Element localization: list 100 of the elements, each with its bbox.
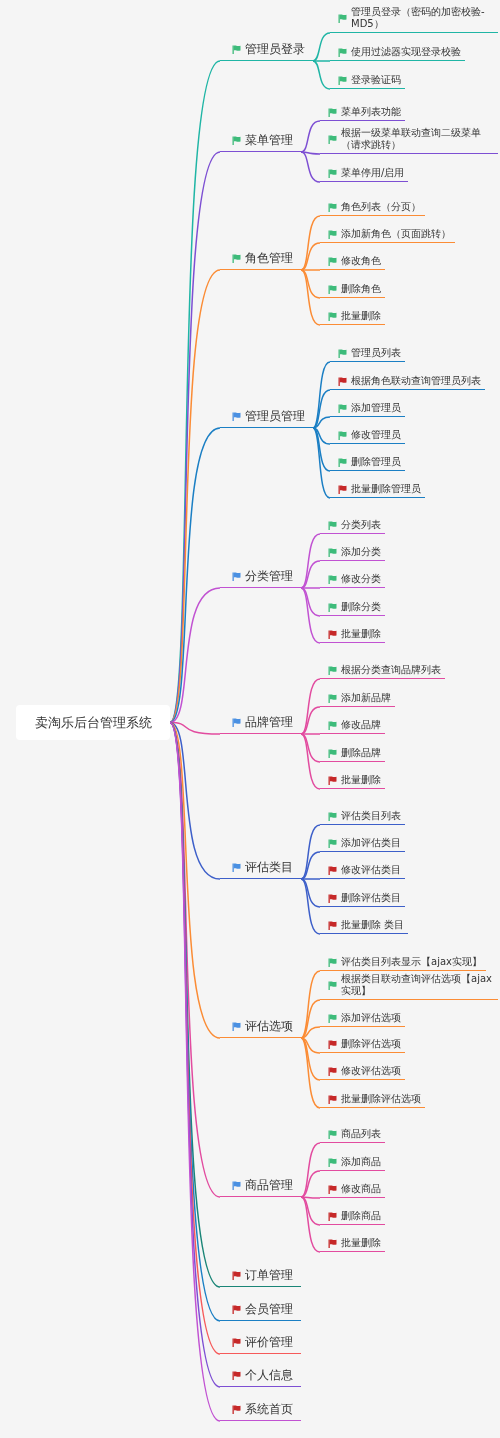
subtopic-item: 修改分类	[320, 573, 385, 588]
branch-connector	[300, 1196, 321, 1253]
branch-connector	[300, 215, 321, 271]
branch-connector	[300, 242, 321, 271]
subtopic-item: 修改商品	[320, 1183, 385, 1198]
topic-item: 会员管理	[220, 1300, 301, 1321]
branch-connector	[300, 733, 321, 735]
branch-connector	[300, 678, 321, 735]
subtopic-item: 删除评估选项	[320, 1038, 405, 1053]
branch-connector	[300, 269, 321, 299]
branch-connector	[300, 1196, 321, 1226]
topic-item: 菜单管理	[220, 131, 301, 152]
subtopic-item: 修改角色	[320, 255, 385, 270]
subtopic-item: 添加商品	[320, 1156, 385, 1171]
subtopic-item: 使用过滤器实现登录校验	[330, 46, 465, 61]
branch-connector	[312, 32, 331, 62]
branch-connector	[300, 269, 321, 271]
subtopic-item: 删除角色	[320, 283, 385, 298]
subtopic-item: 评估类目列表显示【ajax实现】	[320, 956, 486, 971]
subtopic-item: 添加新品牌	[320, 692, 395, 707]
subtopic-item: 根据分类查询品牌列表	[320, 664, 445, 679]
subtopic-item: 修改评估类目	[320, 864, 405, 879]
branch-connector	[300, 587, 321, 589]
branch-connector	[300, 1026, 321, 1039]
branch-connector	[300, 733, 321, 763]
subtopic-item: 添加评估类目	[320, 837, 405, 852]
subtopic-item: 删除管理员	[330, 456, 405, 471]
subtopic-item: 根据角色联动查询管理员列表	[330, 375, 485, 390]
topic-item: 分类管理	[220, 567, 301, 588]
branch-connector	[312, 427, 331, 499]
branch-connector	[169, 587, 221, 724]
subtopic-item: 批量删除 类目	[320, 919, 409, 934]
subtopic-item: 根据类目联动查询评估选项【ajax实现】	[320, 973, 498, 1000]
subtopic-item: 添加评估选项	[320, 1012, 405, 1027]
branch-connector	[300, 878, 321, 908]
topic-item: 角色管理	[220, 249, 301, 270]
subtopic-item: 分类列表	[320, 519, 385, 534]
branch-connector	[300, 269, 321, 326]
branch-connector	[300, 1037, 321, 1081]
root-topic-box: 卖淘乐后台管理系统	[16, 705, 170, 740]
topic-item: 评价管理	[220, 1333, 301, 1354]
branch-connector	[300, 587, 321, 617]
branch-connector	[300, 878, 321, 880]
branch-connector	[300, 1037, 321, 1109]
topic-item: 评估选项	[220, 1017, 301, 1038]
topic-item: 品牌管理	[220, 713, 301, 734]
branch-connector	[312, 416, 331, 429]
subtopic-item: 根据一级菜单联动查询二级菜单（请求跳转）	[320, 127, 498, 154]
branch-connector	[169, 721, 221, 880]
branch-connector	[300, 824, 321, 880]
branch-connector	[300, 1196, 321, 1199]
subtopic-item: 批量删除	[320, 628, 385, 643]
subtopic-item: 登录验证码	[330, 74, 405, 89]
branch-connector	[300, 1142, 321, 1198]
branch-connector	[300, 706, 321, 735]
subtopic-item: 批量删除评估选项	[320, 1093, 425, 1108]
subtopic-item: 批量删除管理员	[330, 483, 425, 498]
branch-connector	[312, 389, 331, 429]
branch-connector	[300, 120, 321, 153]
subtopic-item: 修改评估选项	[320, 1065, 405, 1080]
subtopic-item: 管理员列表	[330, 347, 405, 362]
subtopic-item: 修改管理员	[330, 429, 405, 444]
subtopic-item: 删除品牌	[320, 747, 385, 762]
topic-item: 管理员登录	[220, 40, 313, 61]
subtopic-item: 评估类目列表	[320, 810, 405, 825]
branch-connector	[300, 733, 321, 790]
branch-connector	[300, 851, 321, 880]
branch-connector	[300, 587, 321, 644]
branch-connector	[312, 60, 331, 62]
subtopic-item: 菜单列表功能	[320, 106, 405, 121]
branch-connector	[300, 878, 321, 935]
branch-connector	[300, 151, 321, 155]
subtopic-item: 菜单停用/启用	[320, 167, 409, 182]
topic-item: 订单管理	[220, 1266, 301, 1287]
topic-item: 个人信息	[220, 1366, 301, 1387]
branch-connector	[300, 533, 321, 589]
subtopic-item: 批量删除	[320, 1237, 385, 1252]
subtopic-item: 角色列表（分页）	[320, 201, 425, 216]
branch-connector	[312, 427, 331, 445]
topic-item: 管理员管理	[220, 407, 313, 428]
branch-connector	[300, 560, 321, 589]
subtopic-item: 添加新角色（页面跳转）	[320, 228, 455, 243]
subtopic-item: 批量删除	[320, 310, 385, 325]
subtopic-item: 商品列表	[320, 1128, 385, 1143]
subtopic-item: 修改品牌	[320, 719, 385, 734]
subtopic-item: 批量删除	[320, 774, 385, 789]
branch-connector	[300, 1170, 321, 1198]
subtopic-item: 删除分类	[320, 601, 385, 616]
branch-connector	[169, 427, 221, 724]
subtopic-item: 管理员登录（密码的加密校验-MD5）	[330, 6, 498, 33]
branch-connector	[169, 269, 221, 724]
topic-item: 系统首页	[220, 1400, 301, 1421]
subtopic-item: 添加分类	[320, 546, 385, 561]
branch-connector	[312, 60, 331, 90]
branch-connector	[169, 721, 221, 1039]
subtopic-item: 删除商品	[320, 1210, 385, 1225]
branch-connector	[300, 999, 321, 1039]
branch-connector	[300, 970, 321, 1039]
topic-item: 商品管理	[220, 1176, 301, 1197]
topic-item: 评估类目	[220, 858, 301, 879]
